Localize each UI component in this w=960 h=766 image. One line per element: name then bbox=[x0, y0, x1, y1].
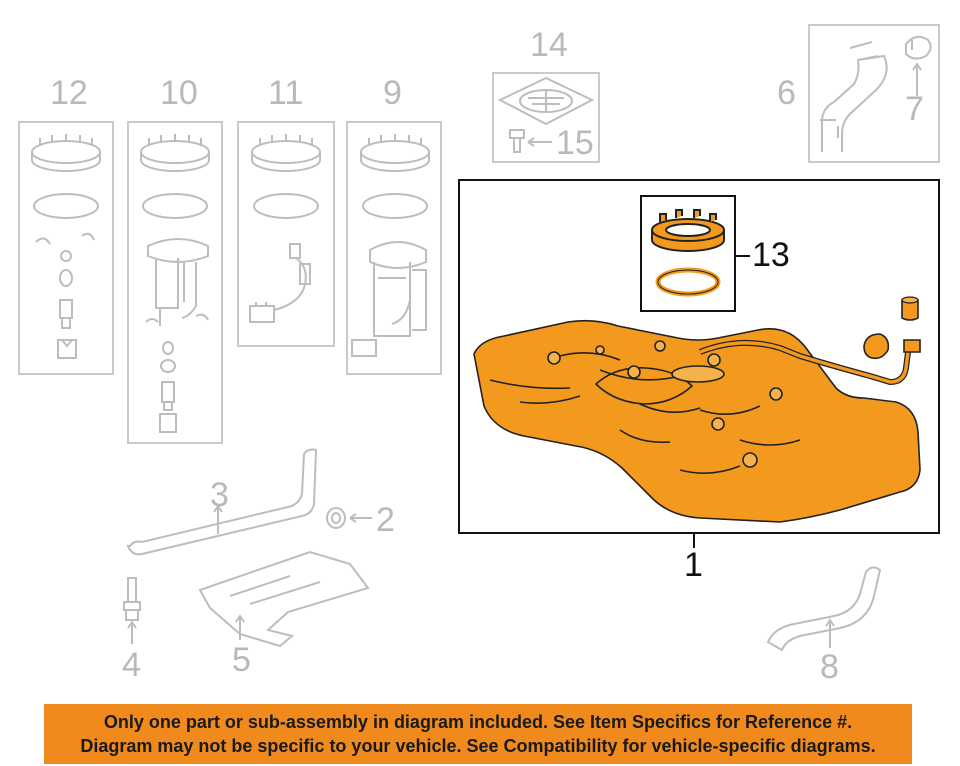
callout-4: 4 bbox=[122, 646, 141, 684]
lock-ring-13 bbox=[651, 209, 725, 252]
strap-3 bbox=[126, 448, 318, 556]
callout-2: 2 bbox=[376, 501, 395, 539]
vent-cap bbox=[901, 299, 919, 321]
bolt-15 bbox=[509, 129, 525, 153]
callout-5: 5 bbox=[232, 641, 251, 679]
box-part-11 bbox=[237, 121, 335, 347]
disclaimer-banner: Only one part or sub-assembly in diagram… bbox=[44, 704, 912, 764]
box-part-13 bbox=[640, 195, 736, 312]
box-part-1 bbox=[458, 179, 940, 534]
clip-12 bbox=[35, 232, 95, 245]
heat-shield-5 bbox=[198, 550, 370, 648]
disclaimer-line-2: Diagram may not be specific to your vehi… bbox=[80, 736, 876, 756]
grommet-2 bbox=[326, 507, 346, 529]
callout-14: 14 bbox=[530, 26, 568, 64]
filler-hose-8 bbox=[766, 566, 882, 652]
box-part-12 bbox=[18, 121, 114, 375]
box-part-14 bbox=[492, 72, 600, 163]
access-cover-14 bbox=[497, 76, 595, 126]
callout-6: 6 bbox=[777, 74, 796, 112]
vent-connector bbox=[903, 339, 921, 353]
callout-3: 3 bbox=[210, 476, 229, 514]
vent-clamp bbox=[863, 333, 890, 360]
bolt-4 bbox=[123, 577, 141, 621]
box-part-10 bbox=[127, 121, 223, 444]
fuel-tank-1 bbox=[473, 319, 921, 523]
callout-9: 9 bbox=[383, 74, 402, 112]
disclaimer-line-1: Only one part or sub-assembly in diagram… bbox=[103, 712, 853, 732]
pump-module-9 bbox=[351, 241, 427, 357]
box-part-6-7 bbox=[808, 24, 940, 163]
callout-15: 15 bbox=[556, 124, 594, 162]
filler-neck-6 bbox=[820, 41, 888, 152]
pump-module-10 bbox=[147, 238, 209, 326]
sender-11 bbox=[249, 243, 307, 323]
lock-ring-12 bbox=[31, 134, 101, 172]
seal-12 bbox=[33, 193, 99, 219]
cap-7 bbox=[905, 35, 932, 60]
callout-10: 10 bbox=[160, 74, 198, 112]
callout-1: 1 bbox=[684, 546, 703, 584]
box-part-9 bbox=[346, 121, 442, 375]
callout-11: 11 bbox=[268, 74, 304, 112]
callout-13: 13 bbox=[752, 236, 790, 274]
callout-7: 7 bbox=[905, 90, 924, 128]
callout-12: 12 bbox=[50, 74, 88, 112]
callout-8: 8 bbox=[820, 648, 839, 686]
